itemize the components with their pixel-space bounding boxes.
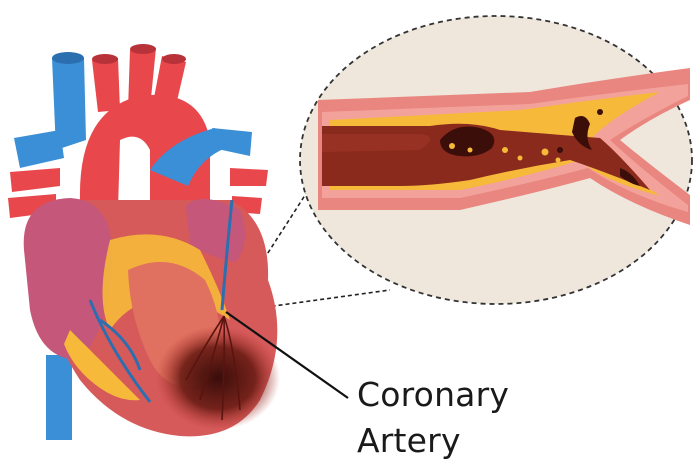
coronary-artery-label: Coronary Artery xyxy=(357,372,509,464)
label-line-1: Coronary xyxy=(357,372,509,418)
label-line-2: Artery xyxy=(357,418,509,464)
heart xyxy=(8,44,280,440)
damaged-tissue xyxy=(156,326,280,430)
artery-zoom-inset xyxy=(300,16,692,304)
